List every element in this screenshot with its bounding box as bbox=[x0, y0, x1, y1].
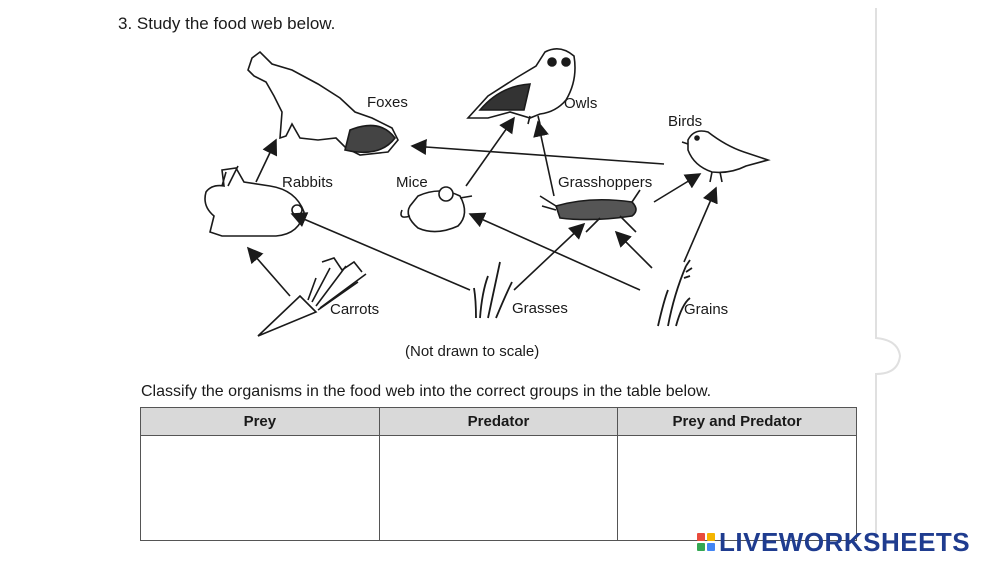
food-web-arrows bbox=[246, 116, 718, 297]
brand-name: LIVEWORKSHEETS bbox=[719, 526, 971, 557]
label-mice: Mice bbox=[396, 174, 428, 191]
label-grains: Grains bbox=[684, 301, 728, 318]
logo-blocks-icon bbox=[697, 533, 715, 551]
header-prey: Prey bbox=[140, 407, 380, 436]
label-foxes: Foxes bbox=[367, 94, 408, 111]
mouse-icon bbox=[400, 186, 473, 233]
header-predator: Predator bbox=[378, 407, 619, 436]
answer-cell-prey-and-predator[interactable] bbox=[617, 435, 857, 541]
label-rabbits: Rabbits bbox=[282, 174, 333, 191]
page-edge bbox=[875, 8, 902, 538]
question-title: 3. Study the food web below. bbox=[118, 14, 336, 33]
label-grasshoppers: Grasshoppers bbox=[558, 174, 652, 191]
label-owls: Owls bbox=[564, 95, 597, 112]
carrot-icon bbox=[257, 257, 367, 337]
fox-icon bbox=[247, 50, 399, 156]
header-prey-and-predator: Prey and Predator bbox=[617, 407, 857, 436]
label-birds: Birds bbox=[668, 113, 702, 130]
label-grasses: Grasses bbox=[512, 300, 568, 317]
classification-table: Prey Predator Prey and Predator bbox=[140, 407, 857, 541]
grain-icon bbox=[657, 259, 693, 327]
answer-cell-predator[interactable] bbox=[378, 435, 619, 541]
liveworksheets-logo: LIVEWORKSHEETS bbox=[697, 526, 971, 557]
answer-cell-prey[interactable] bbox=[140, 435, 380, 541]
instruction-text: Classify the organisms in the food web i… bbox=[141, 383, 712, 400]
bird-icon bbox=[681, 130, 771, 183]
grass-icon bbox=[473, 261, 513, 319]
grasshopper-icon bbox=[539, 189, 641, 233]
owl-icon bbox=[466, 48, 576, 125]
label-carrots: Carrots bbox=[330, 301, 379, 318]
scale-caption: (Not drawn to scale) bbox=[405, 343, 540, 360]
